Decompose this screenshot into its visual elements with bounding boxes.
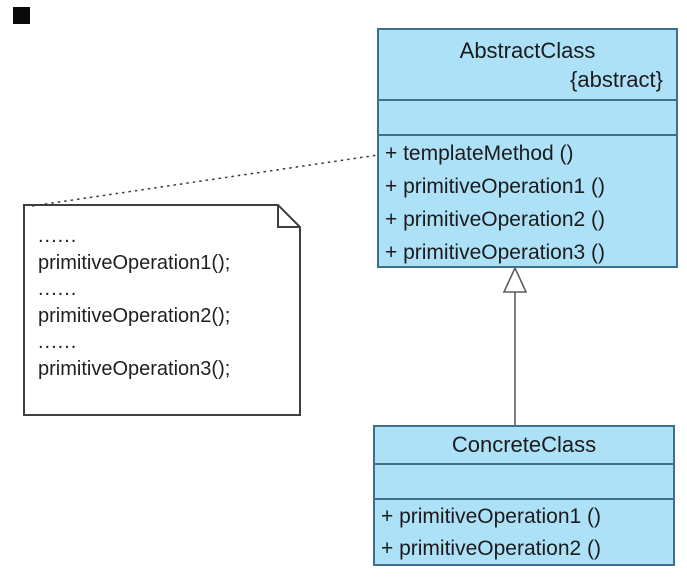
note-line: ...... [38, 331, 78, 353]
operation-template-method: + templateMethod () [385, 142, 574, 165]
note-line: primitiveOperation2(); [38, 305, 231, 327]
compartment-divider [375, 463, 673, 465]
note-fold-icon [277, 205, 300, 228]
note-shape [23, 204, 301, 416]
compartment-divider [379, 99, 676, 101]
abstract-stereotype: {abstract} [570, 67, 663, 92]
generalization-triangle-icon [502, 266, 528, 293]
concrete-class-attributes-compartment [375, 465, 673, 498]
abstract-class-title-compartment: AbstractClass {abstract} [379, 30, 676, 99]
compartment-divider [375, 498, 673, 500]
compartment-divider [379, 134, 676, 136]
note-line: primitiveOperation3(); [38, 358, 231, 380]
abstract-class-name: AbstractClass [459, 38, 596, 63]
note-line: ...... [38, 225, 78, 247]
note-line: primitiveOperation1(); [38, 252, 231, 274]
note-line: ...... [38, 278, 78, 300]
operation-primitive-2: + primitiveOperation2 () [381, 537, 601, 560]
abstract-class-attributes-compartment [379, 101, 676, 134]
abstract-class-operations-compartment: + templateMethod () + primitiveOperation… [379, 136, 676, 269]
concrete-class-box: ConcreteClass + primitiveOperation1 () +… [373, 425, 675, 566]
concrete-class-operations-compartment: + primitiveOperation1 () + primitiveOper… [375, 500, 673, 565]
concrete-class-title-compartment: ConcreteClass [375, 427, 673, 463]
abstract-class-box: AbstractClass {abstract} + templateMetho… [377, 28, 678, 268]
operation-primitive-1: + primitiveOperation1 () [381, 505, 601, 528]
operation-primitive-1: + primitiveOperation1 () [385, 175, 605, 198]
concrete-class-name: ConcreteClass [451, 432, 597, 457]
operation-primitive-2: + primitiveOperation2 () [385, 208, 605, 231]
note-comment: ...... primitiveOperation1(); ...... pri… [38, 224, 288, 384]
operation-primitive-3: + primitiveOperation3 () [385, 241, 605, 264]
screen-corner-marker [13, 7, 30, 24]
note-anchor-dashed-line [31, 154, 379, 207]
